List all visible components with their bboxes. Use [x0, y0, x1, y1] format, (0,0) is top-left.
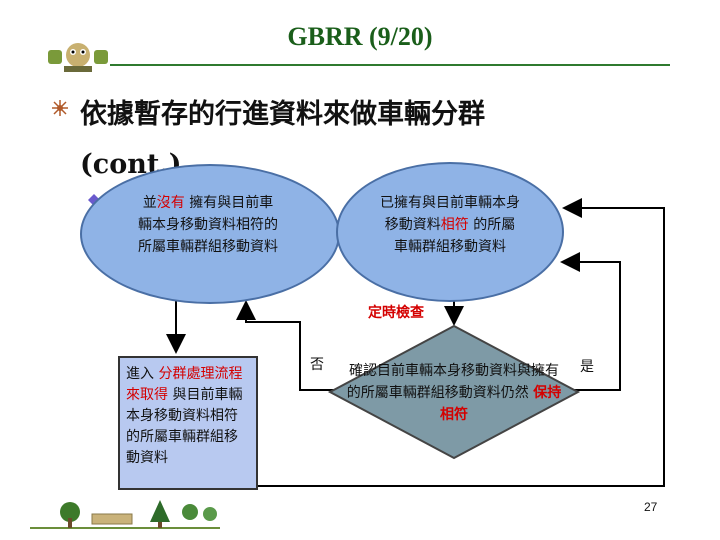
page-number: 27 [644, 500, 658, 514]
decision-text: 確認目前車輛本身移動資料與擁有的所屬車輛群組移動資料仍然 保持相符 [344, 360, 564, 426]
decision-part1: 確認目前車輛本身移動資料與擁有的所屬車輛群組移動資料仍然 [346, 363, 559, 401]
state-match-part1: 已擁有與目前車輛本身移動資料 [380, 195, 520, 233]
process-highlight: 分群處理流程來取得 [126, 366, 243, 403]
heading: 依據暫存的行進資料來做車輛分群 (cont.) [80, 90, 640, 190]
state-no-match-text: 並沒有 擁有與目前車輛本身移動資料相符的所屬車輛群組移動資料 [136, 192, 280, 258]
state-match-part3: 的所屬車輛群組移動資料 [394, 217, 516, 255]
slide-title: GBRR (9/20) [287, 22, 433, 51]
clustering-process-box: 進入 分群處理流程來取得 與目前車輛本身移動資料相符的所屬車輛群組移動資料 [118, 356, 258, 490]
process-part3: 與目前車輛本身移動資料相符的所屬車輛群組移動資料 [126, 387, 243, 466]
process-part1: 進入 [126, 366, 159, 382]
state-ellipse-no-match [80, 164, 340, 304]
title-underline [110, 64, 670, 66]
star-bullet-icon [52, 100, 68, 116]
timer-check-label: 定時檢查 [368, 305, 424, 321]
state-match-highlight: 相符 [440, 217, 469, 233]
state-no-match-highlight: 沒有 [156, 195, 185, 211]
heading-line1: 依據暫存的行進資料來做車輛分群 [80, 99, 485, 130]
yes-label: 是 [580, 359, 594, 375]
state-match-text: 已擁有與目前車輛本身移動資料相符 的所屬車輛群組移動資料 [380, 192, 520, 258]
state-ellipse-match [336, 162, 564, 302]
decision-diamond [327, 324, 581, 460]
mascot-logo-icon [48, 43, 108, 72]
state-no-match-part1: 並 [142, 195, 157, 211]
trees-decoration-icon [30, 500, 220, 529]
state-no-match-part3: 擁有與目前車輛本身移動資料相符的所屬車輛群組移動資料 [138, 195, 278, 255]
no-label: 否 [310, 357, 324, 373]
decision-highlight: 保持相符 [440, 385, 562, 423]
